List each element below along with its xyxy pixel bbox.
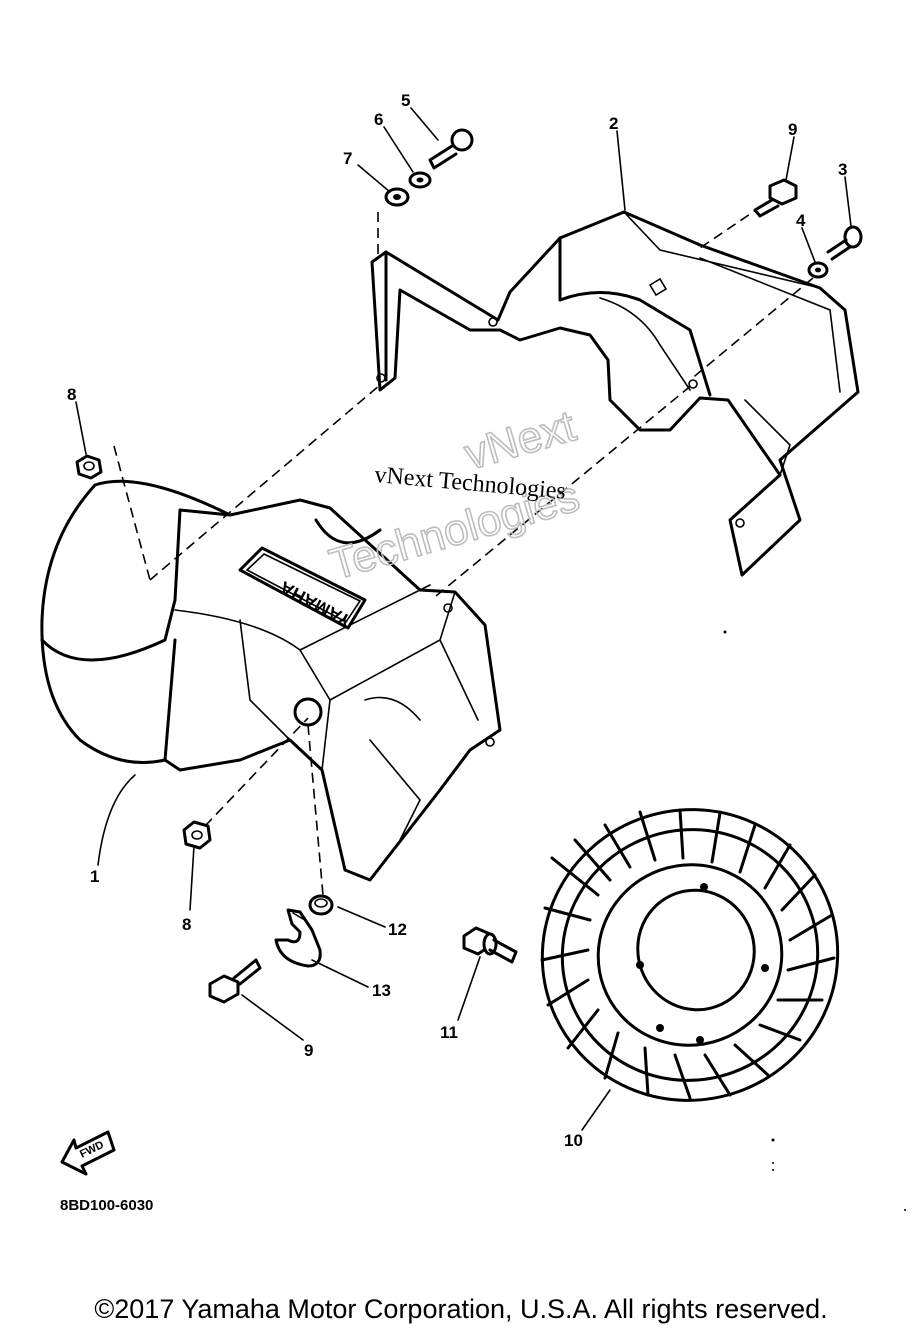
- callout-8-upper: 8: [67, 385, 76, 404]
- callout-9-upper: 9: [788, 120, 797, 139]
- scan-specks: [723, 630, 906, 1211]
- bolt-part-9-upper: [753, 178, 798, 218]
- callout-12: 12: [388, 920, 407, 939]
- clamp-part-13: [274, 908, 322, 968]
- watermark: vNext Technologies vNext Technologies: [323, 401, 585, 591]
- callout-2: 2: [609, 114, 618, 133]
- screw-part-3: [826, 225, 863, 261]
- nut-part-8-upper: [75, 454, 103, 480]
- washer-part-6: [408, 171, 432, 189]
- callout-13: 13: [372, 981, 391, 1000]
- callout-11: 11: [440, 1023, 458, 1042]
- bolt-part-5: [428, 128, 474, 170]
- callout-5: 5: [401, 91, 410, 110]
- nut-part-8-lower: [182, 820, 212, 850]
- callout-7: 7: [343, 149, 352, 168]
- copyright-notice: ©2017 Yamaha Motor Corporation, U.S.A. A…: [94, 1294, 828, 1324]
- callout-3: 3: [838, 160, 847, 179]
- callout-6: 6: [374, 110, 383, 129]
- assembly-lines: [113, 205, 814, 896]
- callout-1: 1: [90, 867, 99, 886]
- callout-8-lower: 8: [182, 915, 191, 934]
- fwd-arrow-icon: FWD: [60, 1130, 116, 1176]
- callout-4: 4: [796, 211, 806, 230]
- callout-numbers: 1 2 3 4 5 6 7 8 8 9 9 10 11 12 13: [67, 91, 847, 1150]
- cooling-fan-part-10: [540, 808, 840, 1102]
- callout-10: 10: [564, 1131, 583, 1150]
- washer-part-4: [807, 261, 829, 279]
- bolt-part-11: [462, 926, 518, 964]
- main-cover-part-1: YAMAHA: [40, 479, 502, 882]
- watermark-outline-top: vNext: [459, 402, 581, 480]
- leader-lines: [75, 107, 852, 1131]
- grommet-part-12: [308, 894, 334, 916]
- drawing-code: 8BD100-6030: [60, 1197, 154, 1214]
- callout-9-lower: 9: [304, 1041, 313, 1060]
- bolt-part-9-lower: [208, 958, 262, 1004]
- washer-part-7: [384, 187, 410, 207]
- parts-diagram: YAMAHA: [40, 91, 906, 1211]
- upper-shroud-part-2: [370, 210, 860, 577]
